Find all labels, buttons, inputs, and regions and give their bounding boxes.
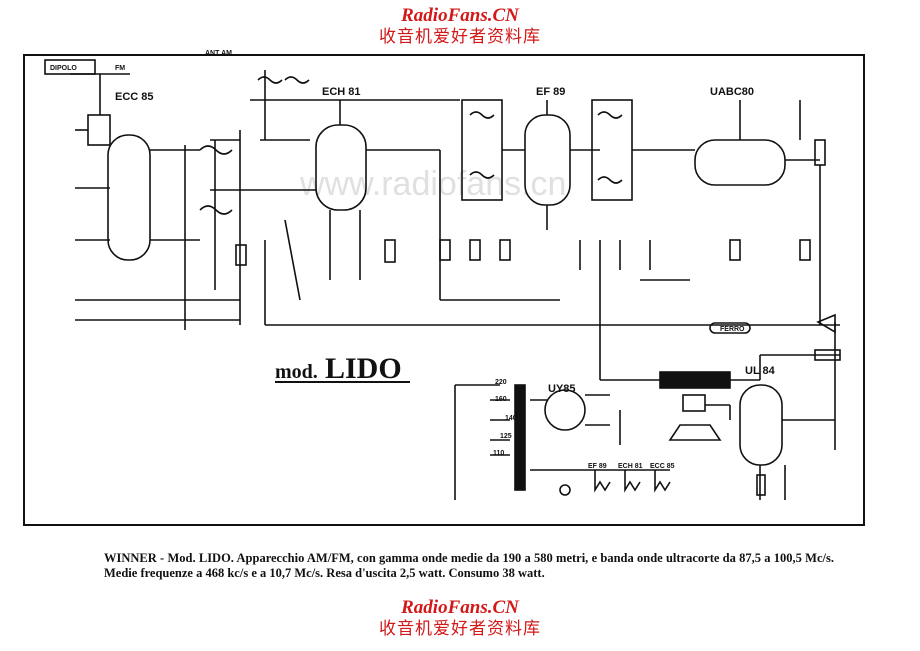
watermark-top: RadioFans.CN 收音机爱好者资料库	[0, 6, 920, 48]
watermark-subtitle: 收音机爱好者资料库	[379, 619, 541, 639]
wiring	[44, 59, 841, 500]
ghost-watermark: www.radiofans.cn	[299, 165, 566, 203]
uabc80-label: UABC80	[710, 86, 754, 98]
uy85-envelope	[544, 389, 586, 431]
uabc80-envelope	[694, 139, 786, 186]
mains-transformer	[514, 384, 526, 491]
heater-ech81-label: ECH 81	[618, 463, 643, 470]
watermark-subtitle: 收音机爱好者资料库	[379, 27, 541, 47]
speaker-magnet	[682, 394, 706, 412]
model-prefix: mod.	[275, 361, 318, 383]
resistor	[235, 244, 247, 266]
ant-am-label: ANT AM	[205, 50, 232, 57]
model-name: LIDO	[325, 352, 402, 385]
watermark-title: RadioFans.CN	[401, 5, 519, 26]
ech81-envelope	[315, 124, 367, 211]
ferrite-antenna	[709, 322, 751, 334]
resistor	[814, 349, 841, 361]
tap-140-label: 140	[505, 415, 517, 422]
watermark-title: RadioFans.CN	[401, 597, 519, 618]
ecc85-envelope	[107, 134, 151, 261]
heater-ecc85-label: ECC 85	[650, 463, 675, 470]
heater-ef89-label: EF 89	[588, 463, 607, 470]
ul84-envelope	[739, 384, 783, 466]
fm-label: FM	[115, 65, 125, 72]
speaker-cone	[668, 424, 722, 441]
ferro-label: FERRO	[720, 326, 745, 333]
filter-choke	[659, 371, 731, 389]
schematic-caption: WINNER - Mod. LIDO. Apparecchio AM/FM, c…	[104, 551, 834, 580]
ech81-label: ECH 81	[322, 86, 361, 98]
uy85-label: UY85	[548, 383, 576, 395]
ul84-label: UL 84	[745, 365, 776, 377]
tap-220-label: 220	[495, 379, 507, 386]
watermark-bottom: RadioFans.CN 收音机爱好者资料库	[0, 598, 920, 640]
volume-pot	[814, 139, 826, 166]
tap-110-label: 110	[493, 450, 504, 457]
input-transformer	[87, 114, 111, 146]
dipolo-label: DIPOLO	[50, 65, 77, 72]
tap-125-label: 125	[500, 433, 512, 440]
ef89-label: EF 89	[536, 86, 565, 98]
ecc85-label: ECC 85	[115, 91, 154, 103]
tap-160-label: 160	[495, 396, 507, 403]
schematic-frame	[23, 54, 865, 526]
